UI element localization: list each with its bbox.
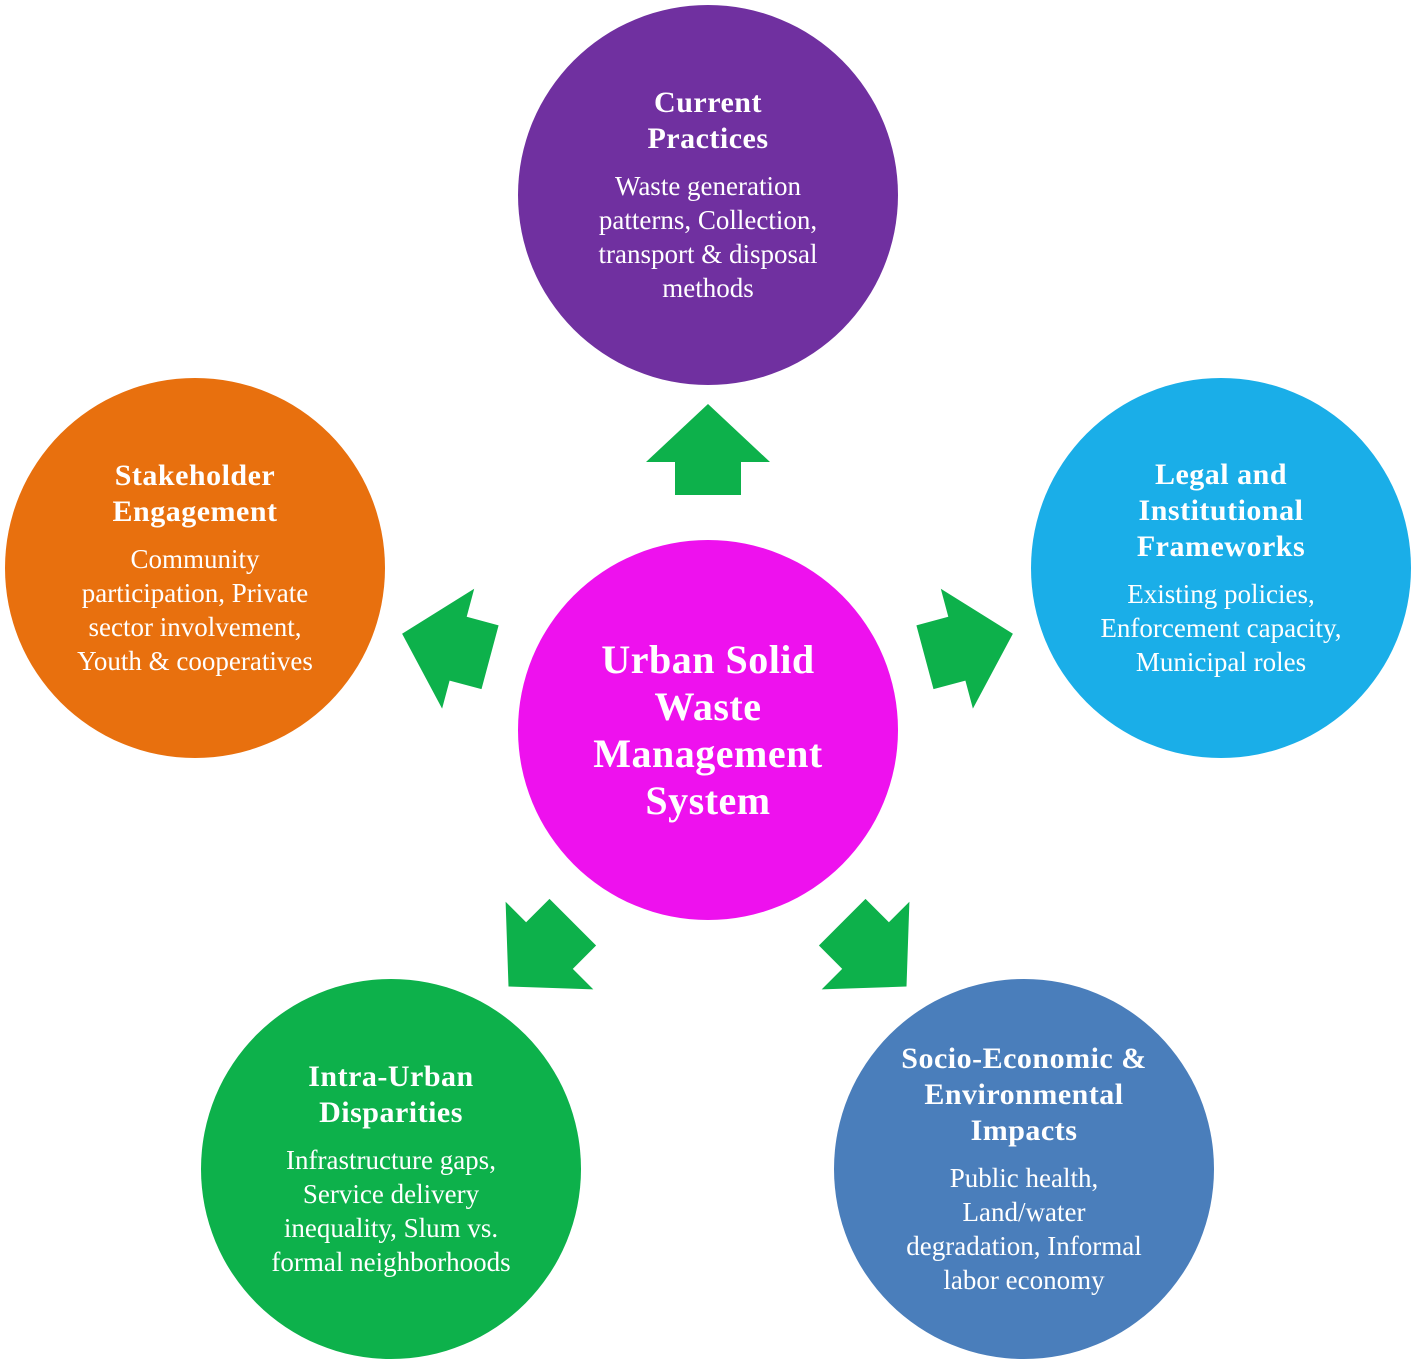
center-node: Urban Solid Waste Management System <box>518 540 898 920</box>
arrow-to-legal-institutional <box>916 588 1013 709</box>
arrow-to-intra-urban <box>505 898 597 990</box>
node-title: Intra-Urban Disparities <box>308 1060 474 1129</box>
arrow-to-socio-economic <box>818 898 910 990</box>
arrow-to-current-practices <box>646 404 770 495</box>
node-description: Existing policies, Enforcement capacity,… <box>1100 579 1342 677</box>
center-title: Urban Solid Waste Management System <box>593 637 823 823</box>
node-title: Legal and Institutional Frameworks <box>1136 458 1306 563</box>
node-legal-institutional: Legal and Institutional Frameworks Exist… <box>1031 378 1411 758</box>
node-socio-economic: Socio-Economic & Environmental Impacts P… <box>834 979 1214 1359</box>
node-stakeholder: Stakeholder Engagement Community partici… <box>5 378 385 758</box>
node-description: Public health, Land/water degradation, I… <box>906 1163 1142 1295</box>
node-title: Socio-Economic & Environmental Impacts <box>901 1042 1147 1147</box>
node-title: Current Practices <box>647 86 769 155</box>
node-intra-urban: Intra-Urban Disparities Infrastructure g… <box>201 979 581 1359</box>
arrow-to-stakeholder <box>402 588 499 709</box>
node-description: Waste generation patterns, Collection, t… <box>598 171 818 303</box>
node-description: Community participation, Private sector … <box>77 544 313 676</box>
node-current-practices: Current Practices Waste generation patte… <box>518 5 898 385</box>
node-description: Infrastructure gaps, Service delivery in… <box>271 1145 511 1277</box>
node-title: Stakeholder Engagement <box>112 459 278 528</box>
